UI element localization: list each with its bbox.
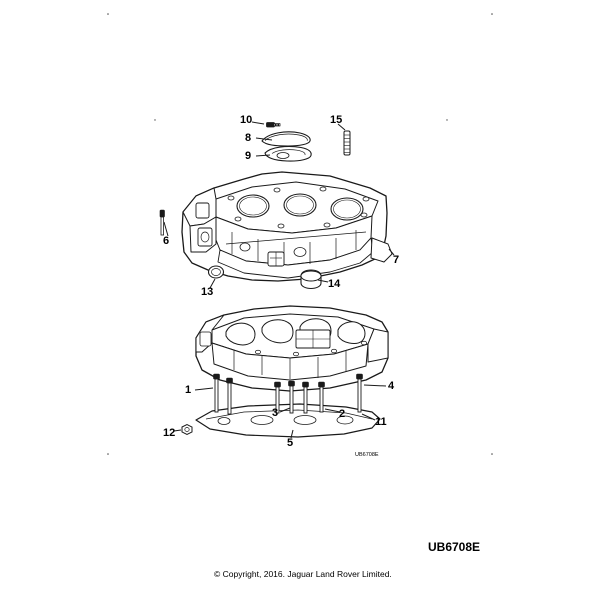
callout-5: 5 (287, 437, 294, 449)
bolts-item-2-11 (318, 373, 363, 413)
callout-13: 13 (201, 286, 214, 298)
callout-4: 4 (388, 380, 395, 392)
head-bolts-item-1 (213, 373, 233, 415)
callout-9: 9 (245, 150, 252, 162)
callout-14: 14 (328, 278, 341, 290)
cylinder-block-upper (181, 171, 393, 290)
callout-6: 6 (163, 235, 170, 247)
callout-15: 15 (330, 114, 343, 126)
registration-marks (107, 13, 493, 455)
bolts-item-3 (274, 380, 309, 414)
dowel-pin-item-15 (343, 130, 351, 156)
callout-8: 8 (245, 132, 252, 144)
callout-11: 11 (375, 416, 387, 428)
bolt-item-6 (159, 209, 165, 236)
callout-2: 2 (339, 408, 346, 420)
diagram-part-code: UB6708E (428, 540, 481, 554)
bearing-ladder-assembly (195, 305, 389, 392)
callout-3: 3 (272, 407, 279, 419)
cover-plate-assembly (261, 122, 312, 162)
diagram-part-code-small: UB6708E (355, 452, 379, 458)
leader-lines (163, 121, 395, 439)
callout-12: 12 (163, 427, 176, 439)
callout-10: 10 (240, 114, 253, 126)
callout-1: 1 (185, 384, 192, 396)
windage-tray-plate (195, 403, 381, 438)
nut-item-12 (181, 423, 193, 436)
callout-7: 7 (393, 254, 400, 266)
bolt-item-10 (266, 122, 281, 128)
copyright-notice: © Copyright, 2016. Jaguar Land Rover Lim… (214, 569, 392, 579)
